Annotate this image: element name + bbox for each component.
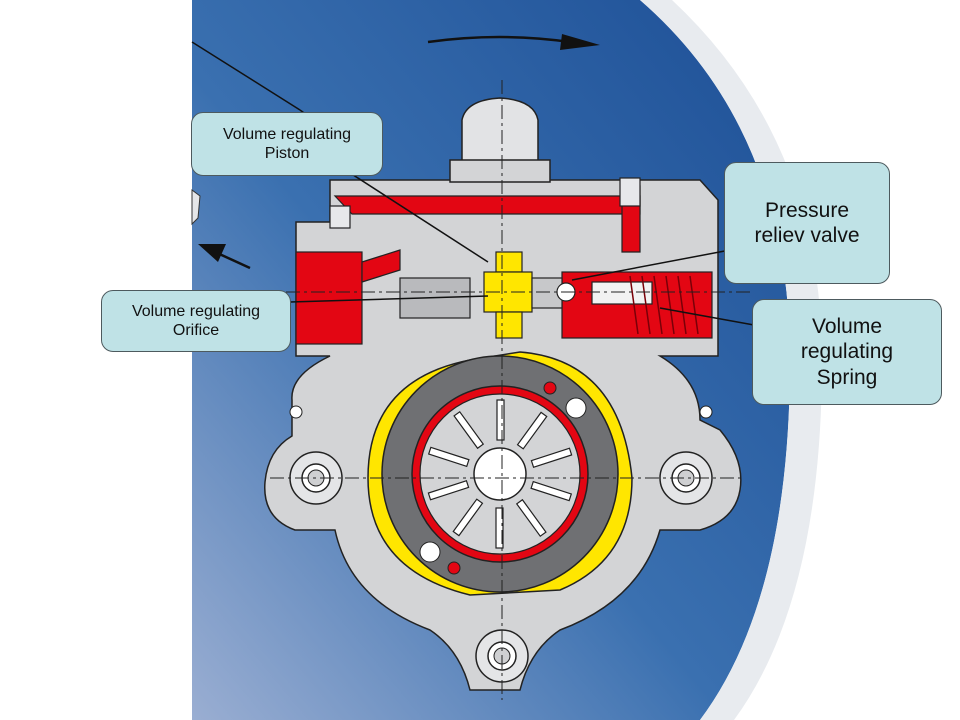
callout-volume-regulating-orifice: Volume regulating Orifice bbox=[101, 290, 291, 352]
rotor-vanes bbox=[427, 399, 573, 549]
callout-volume-regulating-spring: Volume regulating Spring bbox=[752, 299, 942, 405]
rotation-arrow-left bbox=[198, 244, 251, 270]
regulating-spring-coils bbox=[629, 275, 699, 335]
callout-leaders bbox=[289, 159, 755, 326]
drive-shaft-spline bbox=[473, 447, 527, 501]
rotation-arrow-top bbox=[427, 34, 600, 50]
small-hole-left bbox=[289, 405, 303, 419]
mount-boss-right bbox=[659, 451, 713, 505]
callout-pressure-relief-valve: Pressure reliev valve bbox=[724, 162, 890, 284]
regulator-oil-channels bbox=[295, 177, 713, 345]
small-hole-right bbox=[699, 405, 713, 419]
callout-volume-regulating-piston: Volume regulating Piston bbox=[191, 112, 383, 176]
shaft-stub-left bbox=[191, 189, 201, 226]
center-lines bbox=[270, 80, 750, 700]
